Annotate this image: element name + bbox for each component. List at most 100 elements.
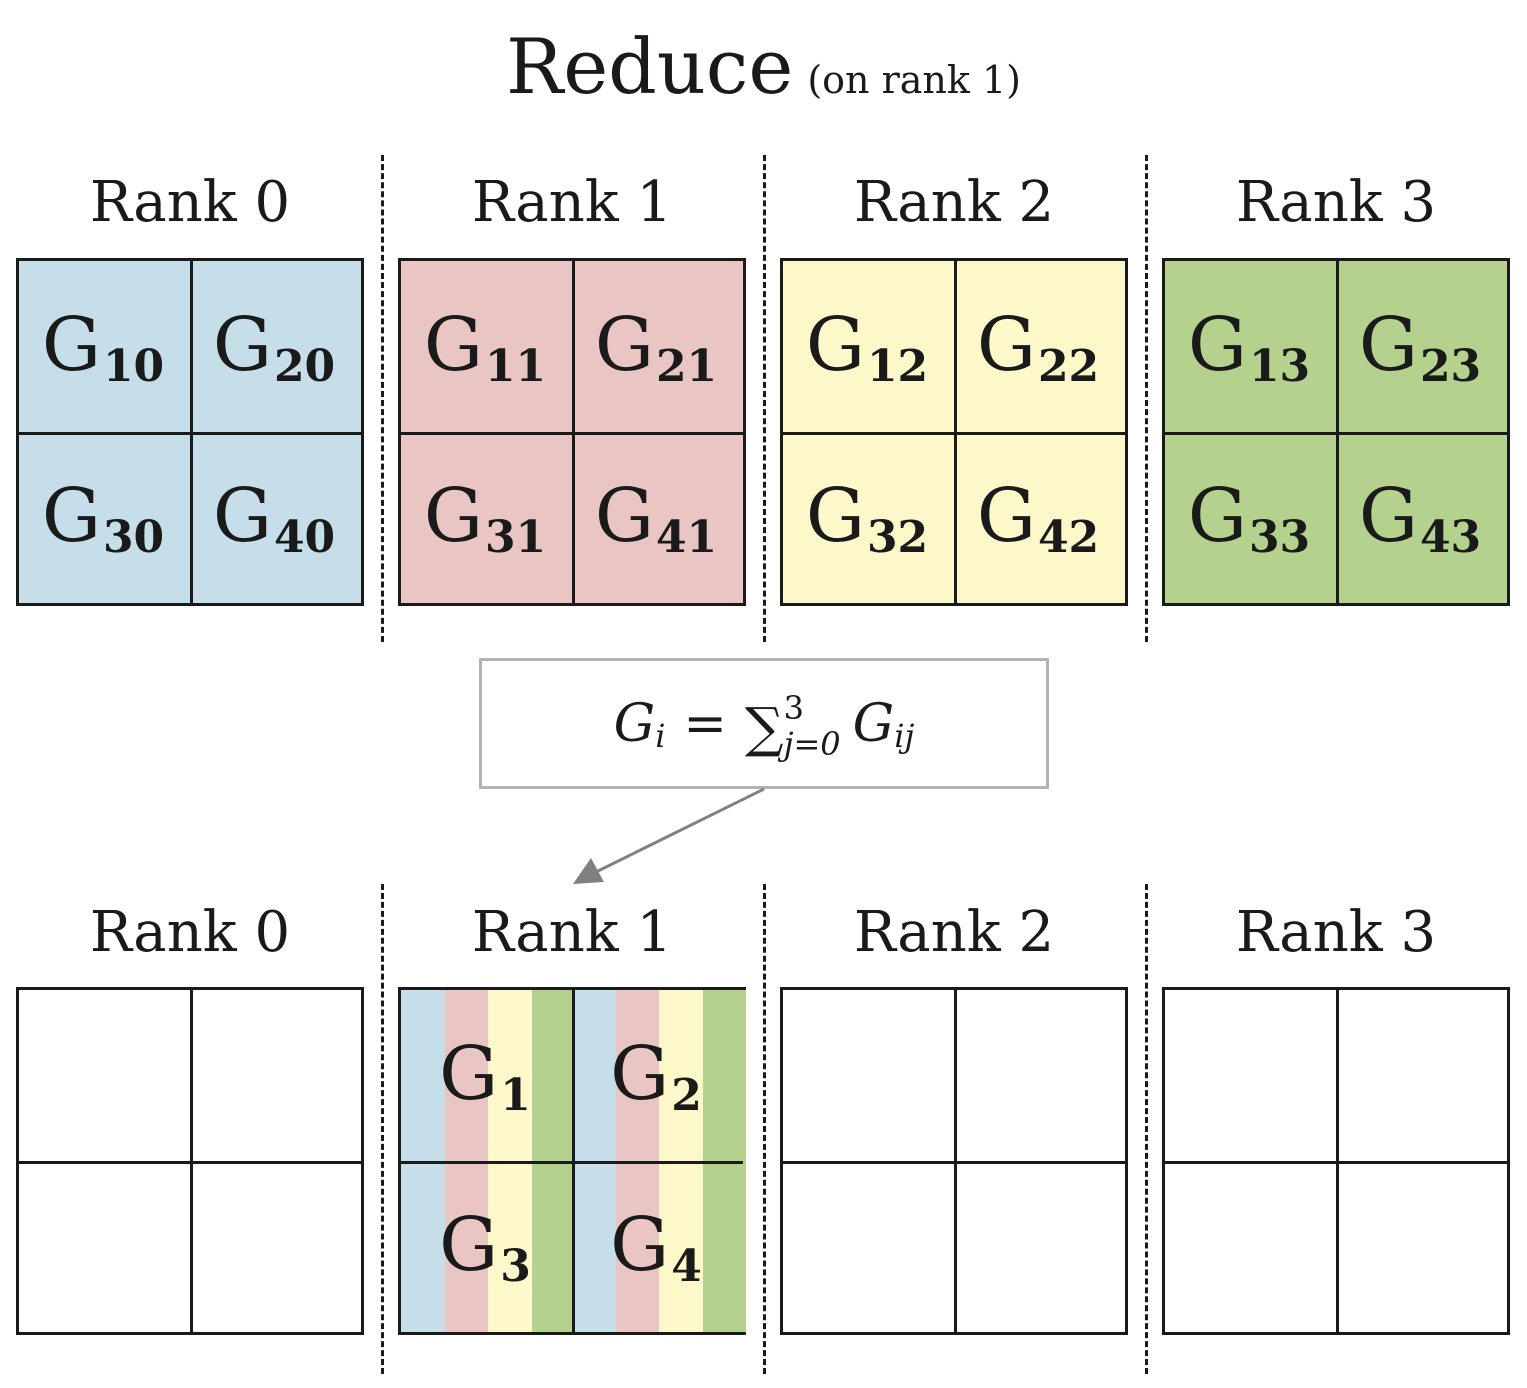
bottom-rank-2-cell bbox=[780, 987, 954, 1161]
diagram-title: Reduce (on rank 1) bbox=[0, 22, 1527, 111]
cell-subscript: 21 bbox=[655, 341, 718, 392]
cell-subscript: 11 bbox=[484, 341, 547, 392]
bottom-rank-divider bbox=[1145, 884, 1148, 1374]
formula-limits: 3 j=0 bbox=[784, 692, 841, 760]
cell-symbol: G bbox=[439, 1031, 499, 1117]
formula-equals: = bbox=[683, 693, 727, 754]
cell-subscript: 3 bbox=[500, 1241, 531, 1292]
cell-subscript: 43 bbox=[1419, 512, 1482, 563]
formula-rhs: G bbox=[852, 693, 895, 754]
bottom-rank-label: Rank 0 bbox=[89, 900, 291, 965]
cell-subscript: 30 bbox=[102, 512, 165, 563]
cell-symbol: G bbox=[976, 473, 1036, 559]
grid-horizontal-line bbox=[401, 432, 743, 435]
cell-subscript: 22 bbox=[1037, 341, 1100, 392]
bottom-rank-label: Rank 2 bbox=[853, 900, 1055, 965]
bottom-rank-label: Rank 1 bbox=[471, 900, 673, 965]
grid-horizontal-line bbox=[1165, 1161, 1507, 1164]
formula-lhs-sub: i bbox=[655, 716, 666, 755]
top-rank-label: Rank 3 bbox=[1235, 170, 1437, 235]
cell-subscript: 41 bbox=[655, 512, 718, 563]
cell-symbol: G bbox=[41, 302, 101, 388]
formula-sigma: ∑ bbox=[745, 696, 784, 759]
bottom-rank-3-cell bbox=[1333, 987, 1507, 1161]
bottom-rank-0-cell bbox=[187, 1158, 361, 1332]
cell-subscript: 31 bbox=[484, 512, 547, 563]
top-rank-label: Rank 1 bbox=[471, 170, 673, 235]
cell-subscript: 4 bbox=[671, 1241, 702, 1292]
cell-symbol: G bbox=[594, 302, 654, 388]
cell-symbol: G bbox=[41, 473, 101, 559]
title-main: Reduce bbox=[505, 22, 794, 111]
formula-upper-limit: 3 bbox=[783, 688, 804, 727]
cell-symbol: G bbox=[1358, 302, 1418, 388]
cell-subscript: 12 bbox=[866, 341, 929, 392]
cell-symbol: G bbox=[610, 1031, 670, 1117]
cell-symbol: G bbox=[439, 1202, 499, 1288]
bottom-rank-2-cell bbox=[780, 1158, 954, 1332]
cell-subscript: 23 bbox=[1419, 341, 1482, 392]
top-rank-divider bbox=[1145, 155, 1148, 642]
cell-symbol: G bbox=[1187, 302, 1247, 388]
cell-subscript: 40 bbox=[273, 512, 336, 563]
cell-subscript: 1 bbox=[500, 1070, 531, 1121]
bottom-rank-0-cell bbox=[187, 987, 361, 1161]
bottom-rank-2-cell bbox=[951, 987, 1125, 1161]
cell-subscript: 20 bbox=[273, 341, 336, 392]
cell-symbol: G bbox=[212, 302, 272, 388]
top-rank-label: Rank 2 bbox=[853, 170, 1055, 235]
cell-subscript: 10 bbox=[102, 341, 165, 392]
bottom-rank-divider bbox=[763, 884, 766, 1374]
bottom-rank-2-grid bbox=[780, 987, 1128, 1335]
cell-symbol: G bbox=[1358, 473, 1418, 559]
top-rank-divider bbox=[763, 155, 766, 642]
grid-horizontal-line bbox=[401, 1161, 743, 1164]
bottom-rank-3-grid bbox=[1162, 987, 1510, 1335]
grid-horizontal-line bbox=[19, 1161, 361, 1164]
grid-horizontal-line bbox=[783, 432, 1125, 435]
bottom-rank-3-cell bbox=[1333, 1158, 1507, 1332]
bottom-rank-2-cell bbox=[951, 1158, 1125, 1332]
cell-subscript: 32 bbox=[866, 512, 929, 563]
cell-symbol: G bbox=[212, 473, 272, 559]
bottom-rank-0-cell bbox=[16, 1158, 190, 1332]
title-subtitle: (on rank 1) bbox=[807, 58, 1021, 102]
cell-symbol: G bbox=[805, 473, 865, 559]
bottom-rank-3-cell bbox=[1162, 1158, 1336, 1332]
formula-lower-limit: j=0 bbox=[783, 724, 841, 763]
cell-symbol: G bbox=[423, 473, 483, 559]
cell-symbol: G bbox=[423, 302, 483, 388]
cell-symbol: G bbox=[594, 473, 654, 559]
cell-symbol: G bbox=[805, 302, 865, 388]
top-rank-label: Rank 0 bbox=[89, 170, 291, 235]
cell-symbol: G bbox=[976, 302, 1036, 388]
bottom-rank-0-cell bbox=[16, 987, 190, 1161]
grid-horizontal-line bbox=[19, 432, 361, 435]
bottom-rank-3-cell bbox=[1162, 987, 1336, 1161]
cell-subscript: 42 bbox=[1037, 512, 1100, 563]
formula-rhs-sub: ij bbox=[894, 716, 915, 755]
